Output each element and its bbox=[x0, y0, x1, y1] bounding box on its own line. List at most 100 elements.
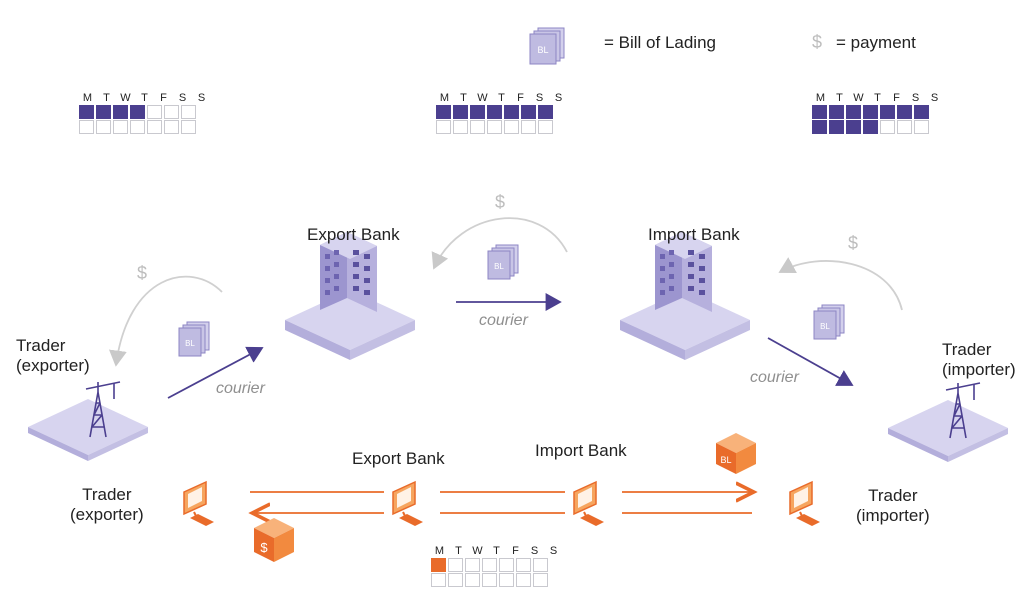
calendar-day-empty bbox=[96, 120, 111, 134]
calendar-day-empty bbox=[533, 573, 548, 587]
exporter-computer-icon bbox=[183, 481, 215, 527]
payment-legend-label: = payment bbox=[836, 33, 916, 52]
calendar-day-empty bbox=[431, 573, 446, 587]
weekday-label: T bbox=[103, 92, 110, 104]
calendar-day-empty bbox=[538, 120, 553, 134]
weekday-label: F bbox=[160, 92, 167, 104]
weekday-label: M bbox=[815, 92, 826, 104]
electronic-import-bank-label: Import Bank bbox=[535, 441, 627, 460]
weekday-label: F bbox=[512, 545, 519, 557]
weekday-label: W bbox=[477, 92, 488, 104]
payment-cube-icon: $ bbox=[254, 518, 294, 562]
weekday-label: S bbox=[930, 92, 939, 104]
calendar-day-filled bbox=[812, 120, 827, 134]
calendar-day-empty bbox=[164, 105, 179, 119]
weekday-label: W bbox=[853, 92, 864, 104]
svg-text:BL: BL bbox=[537, 45, 548, 55]
weekday-label: T bbox=[874, 92, 881, 104]
bill-of-lading-legend-label: = Bill of Lading bbox=[604, 33, 716, 52]
calendar-day-filled bbox=[863, 120, 878, 134]
calendar-day-empty bbox=[499, 558, 514, 572]
calendar-day-filled bbox=[863, 105, 878, 119]
bill-of-lading-legend-icon: BL bbox=[529, 27, 565, 65]
calendar-row bbox=[811, 105, 944, 119]
calendar-day-empty bbox=[147, 105, 162, 119]
svg-text:$: $ bbox=[260, 540, 268, 555]
weekday-label: T bbox=[141, 92, 148, 104]
weekday-label: M bbox=[82, 92, 93, 104]
calendar-day-empty bbox=[914, 120, 929, 134]
calendar-row bbox=[78, 105, 211, 119]
electronic-export-bank-label: Export Bank bbox=[352, 449, 445, 468]
weekday-label: W bbox=[120, 92, 131, 104]
calendar-day-empty bbox=[482, 573, 497, 587]
export-bank-building-icon bbox=[285, 232, 415, 360]
calendar-day-empty bbox=[147, 120, 162, 134]
importer-computer-icon bbox=[789, 481, 821, 527]
calendar-day-empty bbox=[521, 120, 536, 134]
import-bank-building-icon bbox=[620, 232, 750, 360]
calendar-day-empty bbox=[465, 558, 480, 572]
calendar-day-filled bbox=[436, 105, 451, 119]
calendar-day-empty bbox=[181, 105, 196, 119]
calendar-day-empty bbox=[470, 120, 485, 134]
electronic-trader-exporter-label: Trader(exporter) bbox=[70, 485, 144, 524]
payment-symbol: $ bbox=[495, 192, 506, 212]
calendar-day-empty bbox=[113, 120, 128, 134]
weekday-label: S bbox=[911, 92, 920, 104]
calendar-day-filled bbox=[829, 105, 844, 119]
calendar-row bbox=[811, 120, 944, 134]
calendar-day-empty bbox=[453, 120, 468, 134]
calendar-day-filled bbox=[846, 105, 861, 119]
weekday-label: T bbox=[455, 545, 462, 557]
weekday-label: S bbox=[197, 92, 206, 104]
weekday-label: S bbox=[178, 92, 187, 104]
calendar-day-filled bbox=[521, 105, 536, 119]
calendar-day-empty bbox=[504, 120, 519, 134]
calendar-day-empty bbox=[436, 120, 451, 134]
payment-symbol: $ bbox=[848, 233, 859, 253]
weekday-label: F bbox=[517, 92, 524, 104]
bill-of-lading-cube-icon: BL bbox=[716, 433, 756, 474]
weekday-label: M bbox=[439, 92, 450, 104]
weekday-label: S bbox=[535, 92, 544, 104]
bill-of-lading-stack-icon bbox=[487, 244, 519, 280]
calendar-day-filled bbox=[538, 105, 553, 119]
courier-label: courier bbox=[750, 369, 799, 386]
calendar-day-filled bbox=[504, 105, 519, 119]
calendar-day-empty bbox=[533, 558, 548, 572]
calendar-day-filled bbox=[897, 105, 912, 119]
calendar-day-empty bbox=[448, 573, 463, 587]
import-bank-label: Import Bank bbox=[648, 225, 740, 244]
calendar-day-filled bbox=[880, 105, 895, 119]
calendar-row bbox=[430, 558, 563, 572]
calendar-day-empty bbox=[164, 120, 179, 134]
weekday-label: S bbox=[554, 92, 563, 104]
calendar-row bbox=[435, 105, 568, 119]
calendar-day-empty bbox=[487, 120, 502, 134]
calendar-day-filled bbox=[453, 105, 468, 119]
calendar-day-filled bbox=[829, 120, 844, 134]
weekday-label: S bbox=[549, 545, 558, 557]
calendar-day-empty bbox=[516, 558, 531, 572]
payment-legend-symbol: $ bbox=[812, 32, 823, 52]
calendar-row bbox=[430, 573, 563, 587]
calendar-day-empty bbox=[499, 573, 514, 587]
calendar-day-empty bbox=[465, 573, 480, 587]
calendar-day-empty bbox=[181, 120, 196, 134]
weekday-label: S bbox=[530, 545, 539, 557]
payment-symbol: $ bbox=[137, 263, 148, 283]
calendar-day-empty bbox=[130, 120, 145, 134]
calendar-day-empty bbox=[448, 558, 463, 572]
electronic-trader-importer-label: Trader(importer) bbox=[856, 486, 930, 525]
calendar-day-filled bbox=[846, 120, 861, 134]
calendar-day-filled bbox=[487, 105, 502, 119]
bill-of-lading-stack-icon bbox=[178, 321, 210, 357]
